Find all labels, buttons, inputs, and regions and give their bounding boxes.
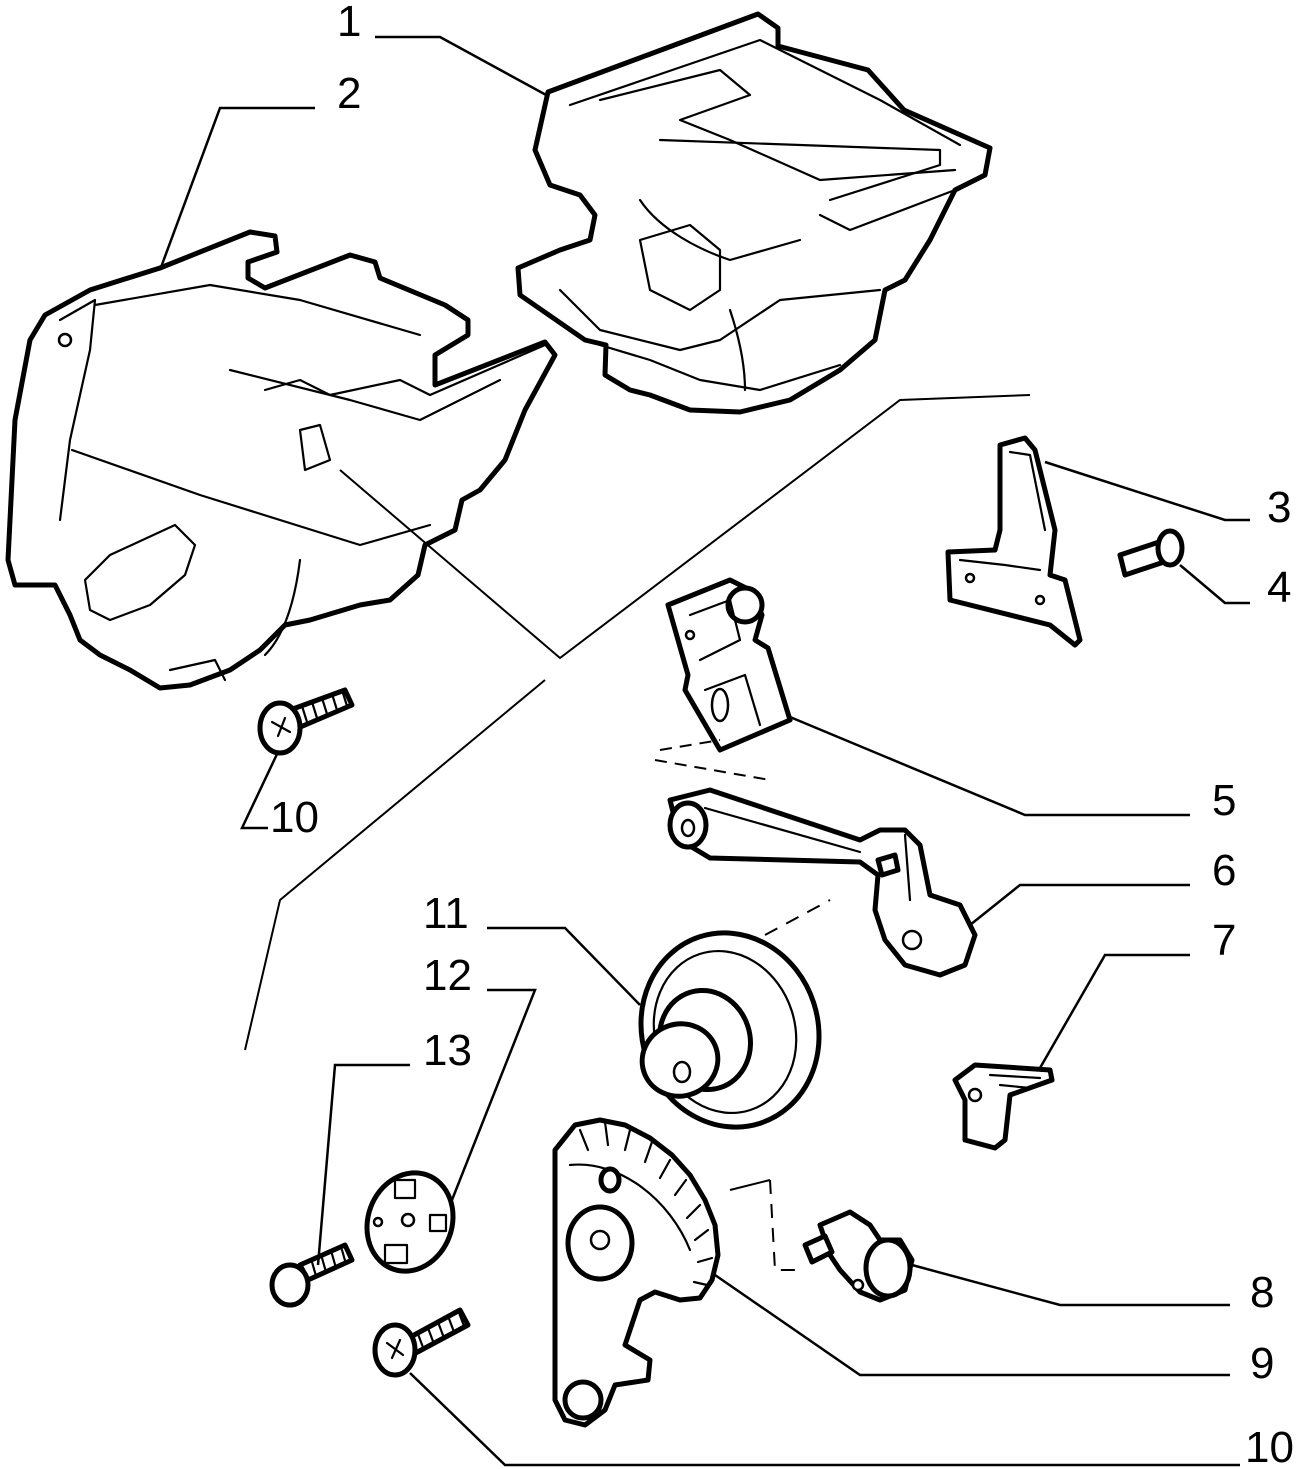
part-10-screw-left	[257, 687, 355, 756]
callout-12: 12	[423, 951, 537, 1206]
callout-label-10-left: 10	[270, 793, 319, 842]
callout-label-9: 9	[1250, 1339, 1274, 1388]
part-6-link-arm	[667, 787, 978, 978]
part-1-upper-housing	[515, 11, 993, 415]
part-13-bolt	[269, 1242, 355, 1308]
callout-2: 2	[158, 69, 361, 271]
callout-label-1: 1	[337, 0, 361, 46]
callout-label-8: 8	[1250, 1268, 1274, 1317]
callout-label-12: 12	[423, 951, 472, 1000]
callout-label-10-bottom: 10	[1245, 1423, 1294, 1469]
part-3-bracket	[945, 435, 1083, 648]
callout-label-5: 5	[1212, 776, 1236, 825]
callout-label-6: 6	[1212, 846, 1236, 895]
part-2-lower-housing	[5, 229, 558, 691]
part-9-gear-sector	[552, 1117, 721, 1428]
part-12-cam-disc	[364, 1170, 456, 1274]
callout-5: 5	[789, 715, 1236, 825]
callout-8: 8	[911, 1263, 1274, 1317]
part-5-lever-plate	[665, 577, 793, 753]
callout-10-left: 10	[240, 751, 319, 842]
callout-label-11: 11	[423, 889, 469, 938]
callout-label-3: 3	[1267, 483, 1291, 532]
part-8-pivot	[802, 1209, 915, 1303]
part-10-screw-bottom	[372, 1307, 471, 1378]
callout-11: 11	[423, 889, 641, 1006]
part-7-clip	[952, 1062, 1055, 1151]
callout-9: 9	[714, 1273, 1274, 1388]
callout-label-4: 4	[1267, 563, 1291, 612]
assembly-leader-lines	[244, 394, 1031, 1051]
callout-10-bottom: 10	[409, 1372, 1294, 1469]
part-4-pin	[1117, 528, 1185, 578]
callout-7: 7	[1038, 916, 1236, 1069]
callout-13: 13	[316, 1026, 472, 1266]
callout-3: 3	[1044, 460, 1291, 532]
callout-label-2: 2	[337, 69, 361, 118]
callout-4: 4	[1179, 563, 1291, 612]
callout-label-7: 7	[1212, 916, 1236, 965]
callout-label-13: 13	[423, 1026, 472, 1075]
part-11-wheel	[638, 930, 822, 1130]
callout-1: 1	[337, 0, 549, 98]
alignment-dashes	[654, 739, 831, 1271]
callout-6: 6	[969, 846, 1236, 926]
